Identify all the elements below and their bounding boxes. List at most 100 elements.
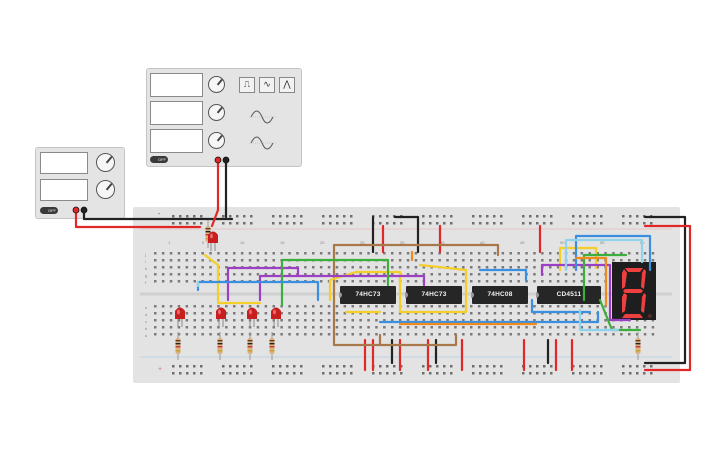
strip-hole	[367, 280, 370, 283]
strip-hole	[414, 333, 418, 336]
rail-hole	[322, 372, 325, 375]
rail-hole	[436, 222, 439, 225]
rail-hole	[343, 372, 346, 375]
rail-hole	[193, 372, 196, 375]
function-generator-off-button[interactable]: OFF	[150, 156, 168, 163]
rail-hole	[493, 222, 496, 225]
strip-hole	[343, 273, 347, 276]
strip-hole	[343, 305, 347, 308]
chip-74hc73-2[interactable]: 74HC73	[405, 286, 462, 304]
offset-knob[interactable]	[208, 132, 225, 149]
segment-c	[641, 293, 646, 313]
strip-hole	[161, 280, 165, 283]
strip-hole	[485, 333, 489, 336]
strip-hole	[296, 319, 299, 322]
strip-hole	[185, 319, 189, 322]
power-supply[interactable]: OFF	[35, 147, 125, 219]
rail-hole	[200, 215, 203, 218]
rail-hole	[450, 365, 453, 368]
current-knob[interactable]	[96, 180, 115, 199]
sine-wave-icon[interactable]: ∿	[259, 77, 275, 93]
strip-hole	[572, 305, 576, 308]
strip-hole	[233, 312, 236, 315]
strip-hole	[604, 326, 607, 329]
strip-hole	[454, 312, 457, 315]
strip-hole	[580, 319, 584, 322]
strip-hole	[280, 326, 283, 329]
strip-hole	[225, 312, 228, 315]
rail-hole	[172, 372, 175, 375]
rail-hole	[643, 365, 646, 368]
strip-hole	[312, 312, 315, 315]
frequency-display	[150, 73, 203, 97]
strip-hole	[161, 259, 165, 262]
strip-hole	[572, 273, 576, 276]
resistor	[247, 332, 253, 360]
rail-hole	[600, 215, 603, 218]
strip-hole	[383, 280, 386, 283]
function-generator[interactable]: ⎍ ∿ ⋀ OFF	[146, 68, 302, 167]
strip-hole	[359, 273, 362, 276]
strip-hole	[391, 259, 394, 262]
frequency-knob[interactable]	[208, 76, 225, 93]
strip-hole	[556, 333, 560, 336]
strip-hole	[462, 280, 465, 283]
strip-hole	[154, 333, 157, 336]
strip-hole	[549, 319, 552, 322]
rail-hole	[636, 372, 639, 375]
strip-hole	[169, 280, 173, 283]
strip-hole	[169, 326, 173, 329]
led-highlight	[249, 309, 252, 315]
strip-hole	[556, 280, 560, 283]
strip-hole	[509, 319, 512, 322]
rail-hole	[536, 215, 539, 218]
voltage-knob[interactable]	[96, 153, 115, 172]
strip-hole	[161, 266, 165, 269]
strip-hole	[501, 326, 505, 329]
strip-hole	[525, 280, 528, 283]
strip-hole	[375, 312, 378, 315]
triangle-wave-icon[interactable]: ⋀	[279, 77, 295, 93]
strip-hole	[580, 273, 584, 276]
seven-segment-display[interactable]: 8	[612, 262, 656, 320]
rail-hole	[493, 365, 496, 368]
jumper-wire	[210, 158, 220, 228]
strip-hole	[177, 273, 181, 276]
power-supply-off-button[interactable]: OFF	[40, 207, 58, 214]
strip-hole	[335, 252, 339, 255]
rail-hole	[386, 215, 389, 218]
strip-hole	[517, 252, 520, 255]
strip-hole	[422, 312, 426, 315]
strip-hole	[185, 312, 189, 315]
rail-hole	[229, 372, 232, 375]
strip-hole	[454, 259, 457, 262]
rail-hole	[236, 222, 239, 225]
strip-hole	[327, 305, 331, 308]
rail-hole	[443, 215, 446, 218]
strip-hole	[580, 266, 584, 269]
strip-hole	[477, 305, 481, 308]
strip-hole	[161, 326, 165, 329]
rail-hole	[579, 215, 582, 218]
rail-hole	[472, 372, 475, 375]
jumper-wire	[203, 253, 262, 305]
strip-hole	[493, 312, 497, 315]
strip-hole	[240, 252, 244, 255]
rail-hole	[493, 215, 496, 218]
strip-hole	[375, 305, 378, 308]
square-wave-icon[interactable]: ⎍	[239, 77, 255, 93]
amplitude-knob[interactable]	[208, 104, 225, 121]
resistor	[269, 332, 275, 360]
chip-74hc08[interactable]: 74HC08	[471, 286, 528, 304]
strip-hole	[312, 252, 315, 255]
strip-hole	[438, 273, 441, 276]
chip-74hc73-1[interactable]: 74HC73	[339, 286, 396, 304]
strip-hole	[462, 252, 465, 255]
strip-hole	[169, 305, 173, 308]
strip-hole	[430, 252, 433, 255]
jumper-wire	[328, 263, 468, 314]
strip-hole	[391, 312, 394, 315]
rail-hole	[479, 215, 482, 218]
strip-hole	[406, 326, 410, 329]
